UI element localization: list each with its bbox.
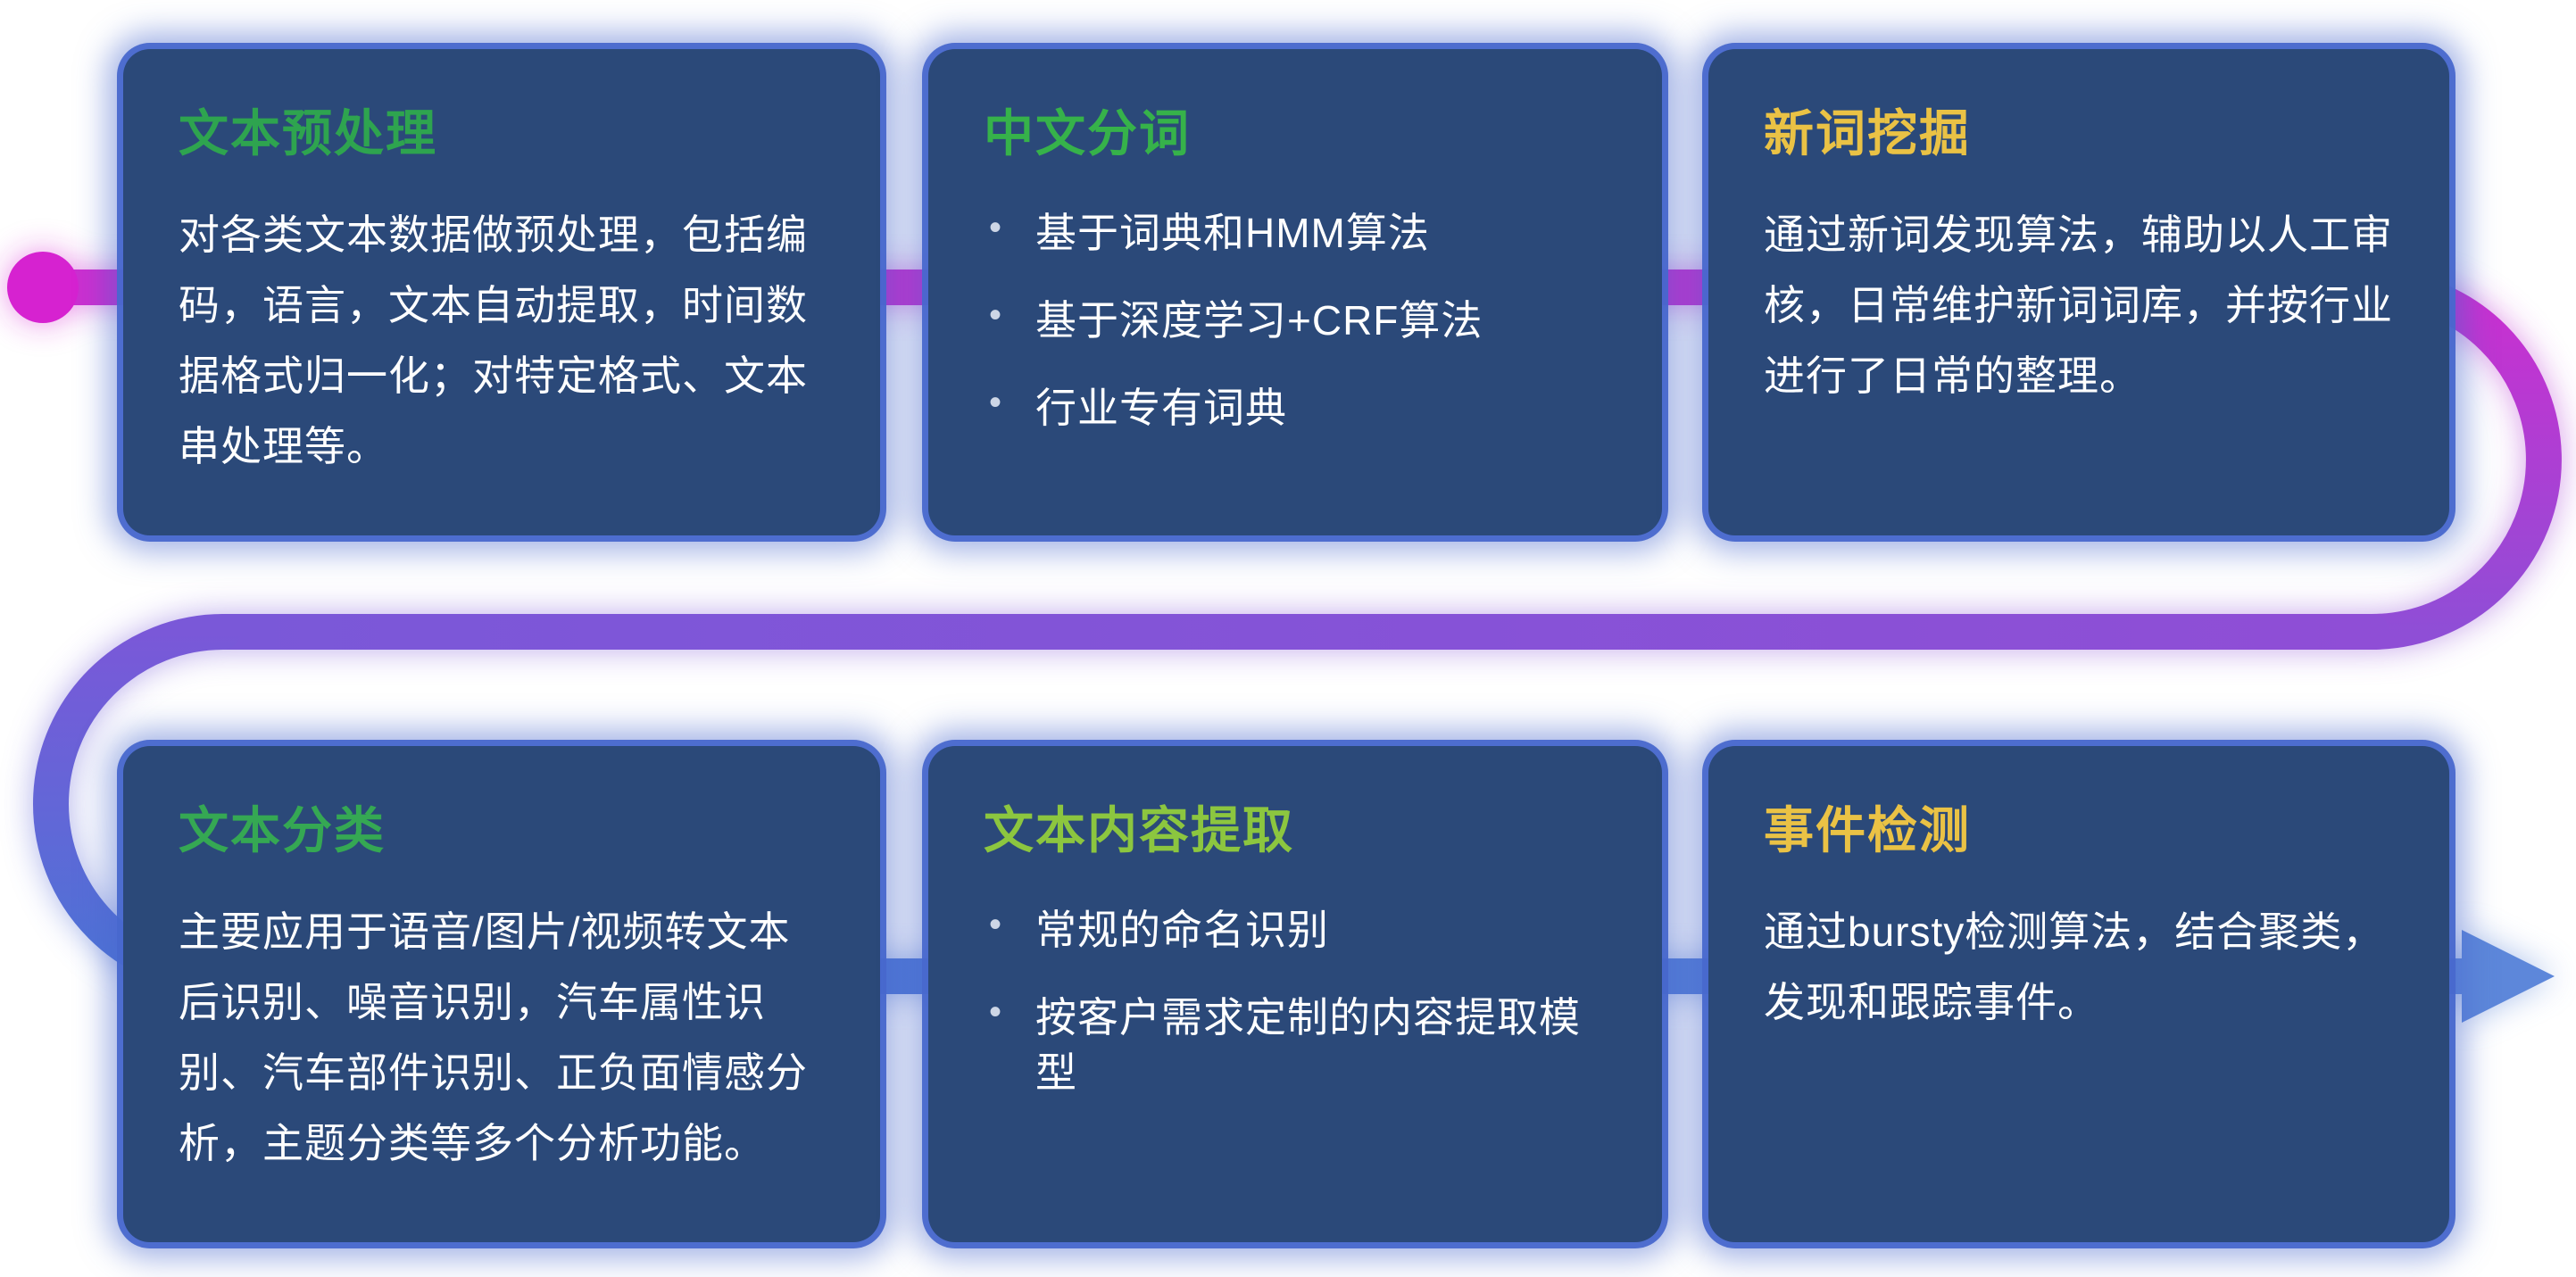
card-body: 对各类文本数据做预处理，包括编码，语言，文本自动提取，时间数据格式归一化；对特定… xyxy=(179,211,808,470)
card-title: 事件检测 xyxy=(1764,802,1971,858)
card-title: 文本预处理 xyxy=(179,105,437,162)
card-text-content-extraction: 文本内容提取 常规的命名识别 按客户需求定制的内容提取模型 xyxy=(928,746,1662,1242)
card-title: 文本分类 xyxy=(179,802,386,858)
bullet-item: 行业专有词典 xyxy=(984,378,1608,435)
card-new-word-mining: 新词挖掘 通过新词发现算法，辅助以人工审核，日常维护新词词库，并按行业进行了日常… xyxy=(1708,49,2449,535)
bullet-item: 按客户需求定制的内容提取模型 xyxy=(984,988,1608,1100)
card-event-detection: 事件检测 通过bursty检测算法，结合聚类，发现和跟踪事件。 xyxy=(1708,746,2449,1242)
card-bullet-list: 基于词典和HMM算法 基于深度学习+CRF算法 行业专有词典 xyxy=(984,203,1608,435)
bullet-item: 常规的命名识别 xyxy=(984,900,1608,958)
card-body: 通过新词发现算法，辅助以人工审核，日常维护新词词库，并按行业进行了日常的整理。 xyxy=(1764,211,2393,400)
card-bullet-list: 常规的命名识别 按客户需求定制的内容提取模型 xyxy=(984,900,1608,1100)
card-title: 文本内容提取 xyxy=(984,802,1294,858)
card-text-preprocessing: 文本预处理 对各类文本数据做预处理，包括编码，语言，文本自动提取，时间数据格式归… xyxy=(123,49,880,535)
card-chinese-word-segmentation: 中文分词 基于词典和HMM算法 基于深度学习+CRF算法 行业专有词典 xyxy=(928,49,1662,535)
card-title: 新词挖掘 xyxy=(1764,105,1971,162)
card-text-classification: 文本分类 主要应用于语音/图片/视频转文本后识别、噪音识别，汽车属性识别、汽车部… xyxy=(123,746,880,1242)
card-body: 主要应用于语音/图片/视频转文本后识别、噪音识别，汽车属性识别、汽车部件识别、正… xyxy=(179,908,808,1167)
bullet-item: 基于深度学习+CRF算法 xyxy=(984,291,1608,348)
card-title: 中文分词 xyxy=(984,105,1191,162)
bullet-item: 基于词典和HMM算法 xyxy=(984,203,1608,261)
card-body: 通过bursty检测算法，结合聚类，发现和跟踪事件。 xyxy=(1764,908,2385,1026)
